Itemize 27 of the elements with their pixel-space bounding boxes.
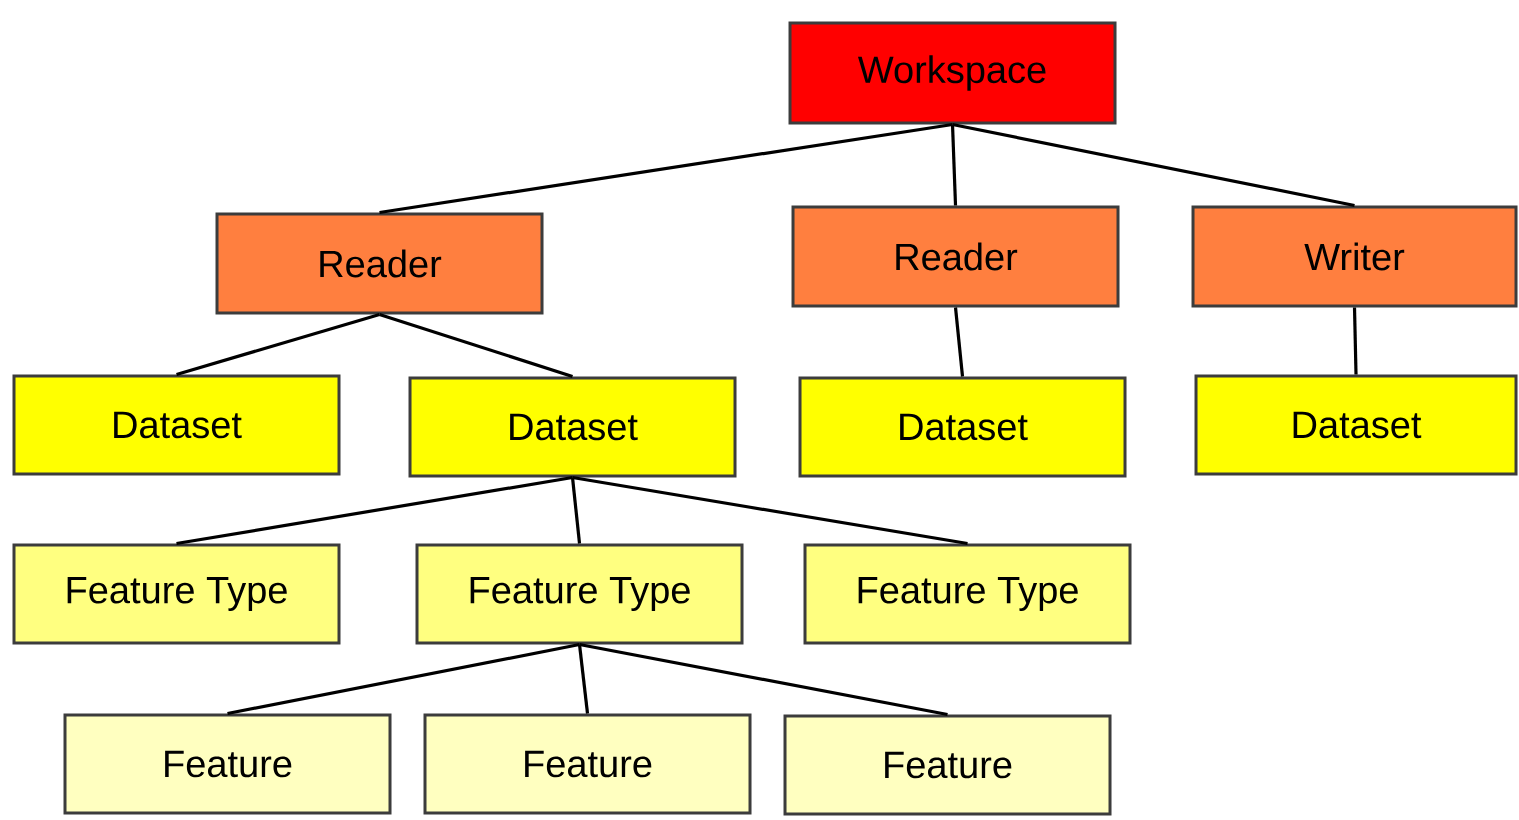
connector-line xyxy=(572,475,968,546)
connector-line xyxy=(176,475,573,546)
tree-box: Writer xyxy=(1191,205,1518,308)
connector-line xyxy=(570,477,582,544)
tree-box: Dataset xyxy=(408,376,737,478)
tree-box: Feature Type xyxy=(12,543,341,645)
connector-line xyxy=(577,644,590,714)
connector-line xyxy=(379,313,573,379)
tree-box: Feature Type xyxy=(803,543,1132,645)
tree-box: Feature xyxy=(423,713,752,815)
connector-line xyxy=(1352,307,1358,375)
connector-line xyxy=(579,642,948,717)
tree-box: Workspace xyxy=(788,21,1117,125)
connector-line xyxy=(379,122,953,215)
tree-box: Reader xyxy=(215,212,544,315)
tree-box: Dataset xyxy=(1194,374,1518,476)
tree-box: Dataset xyxy=(798,376,1127,478)
connector-line xyxy=(950,124,958,206)
connector-line xyxy=(227,642,580,716)
tree-box: Dataset xyxy=(12,374,341,476)
tree-box: Feature Type xyxy=(415,543,744,645)
connector-line xyxy=(176,312,380,377)
tree-box: Feature xyxy=(783,714,1112,816)
tree-box: Reader xyxy=(791,205,1120,308)
connector-line xyxy=(953,307,965,377)
tree-box: Feature xyxy=(63,713,392,815)
connector-line xyxy=(952,122,1355,208)
